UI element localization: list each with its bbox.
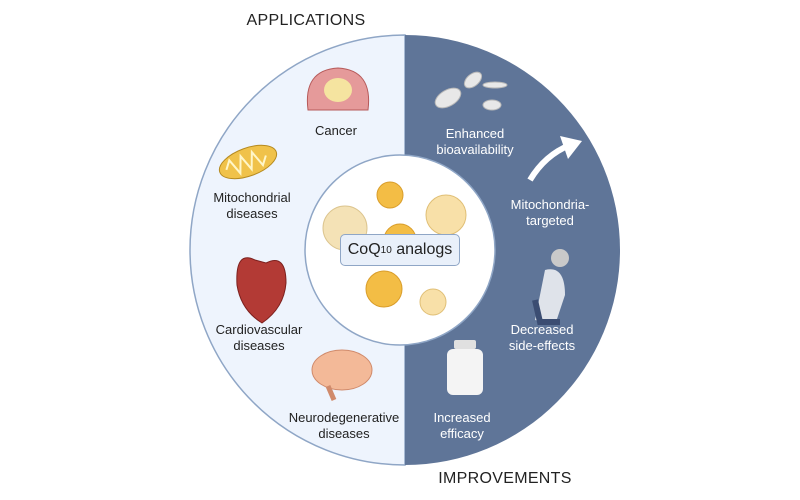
person-pain-icon xyxy=(532,249,569,325)
improvement-mitochondria-targeted: Mitochondria-targeted xyxy=(510,197,590,228)
applications-heading: APPLICATIONS xyxy=(246,12,366,29)
pills-icon xyxy=(434,71,508,111)
arrow-up-icon xyxy=(527,136,582,182)
cancer-icon xyxy=(306,67,370,111)
brain-icon xyxy=(311,349,373,401)
coq-text: CoQ xyxy=(347,241,381,258)
analogs-text: analogs xyxy=(391,241,453,258)
application-cancer: Cancer xyxy=(315,123,357,138)
mitochondria-icon xyxy=(218,144,278,180)
heart-icon xyxy=(236,257,287,324)
pill-bottle-icon xyxy=(447,340,483,395)
improvements-heading: IMPROVEMENTS xyxy=(438,470,572,487)
coq-subscript: 10 xyxy=(380,244,392,256)
